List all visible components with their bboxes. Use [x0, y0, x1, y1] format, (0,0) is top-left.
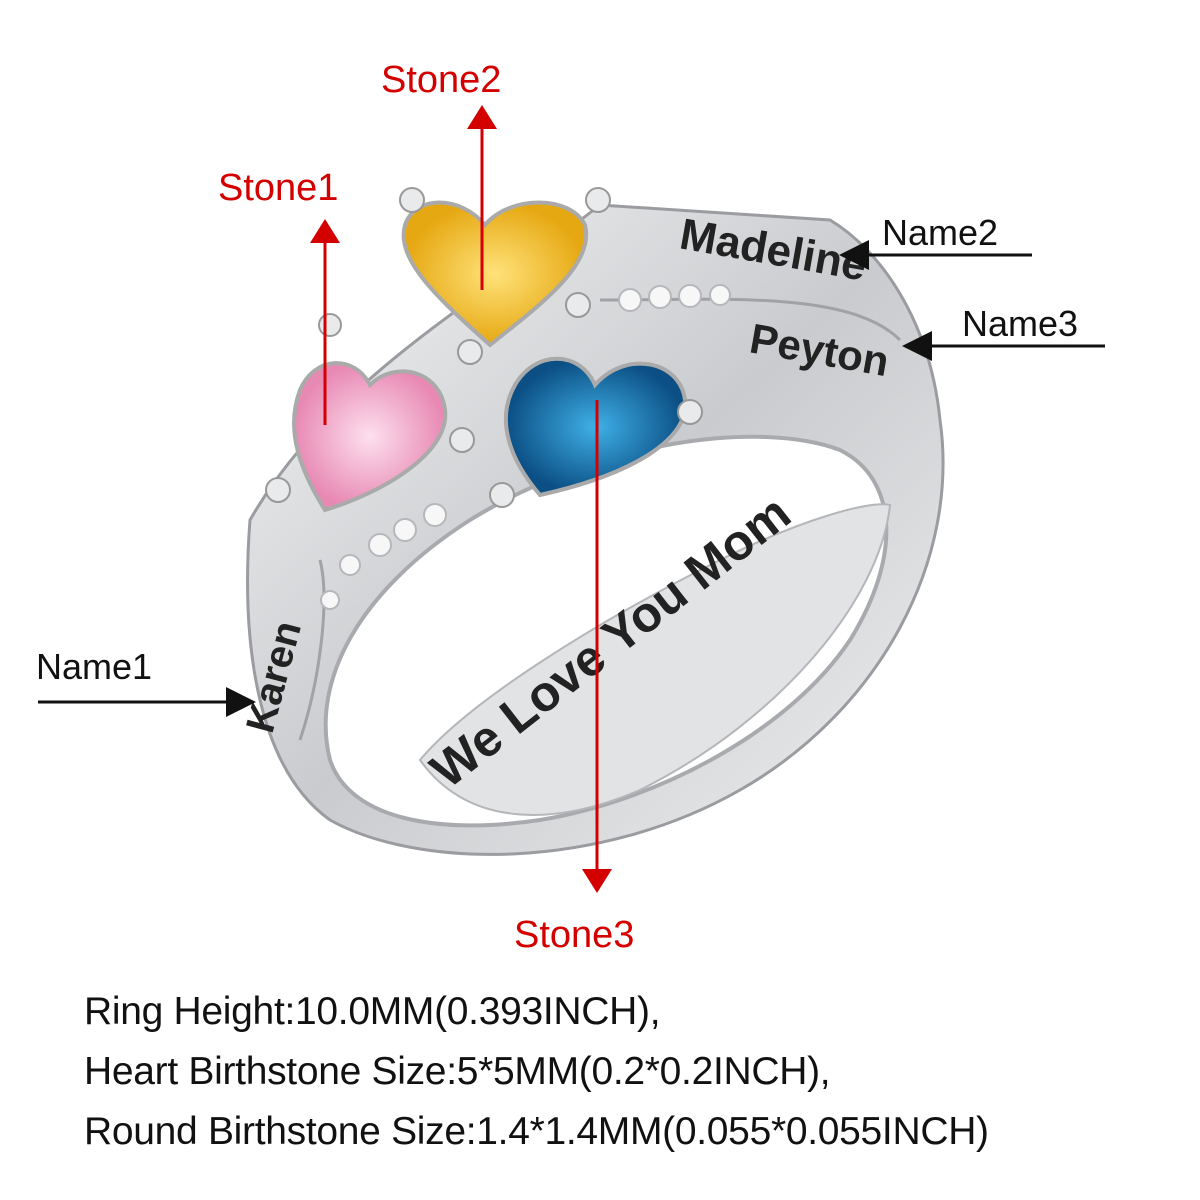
name3-label: Name3 — [962, 303, 1078, 344]
stone1-pink-heart — [292, 361, 448, 513]
ring-image: Madeline Peyton Karen We Love You Mom — [238, 187, 945, 856]
inner-band — [418, 503, 892, 816]
accent-stones — [320, 284, 731, 610]
spec-round-stone-size: Round Birthstone Size:1.4*1.4MM(0.055*0.… — [84, 1110, 989, 1153]
name2-label: Name2 — [882, 212, 998, 253]
stone2-label: Stone2 — [381, 59, 501, 101]
stone1-label: Stone1 — [218, 167, 338, 209]
stone3-label: Stone3 — [514, 914, 634, 956]
band-groove — [298, 297, 902, 741]
spec-heart-stone-size: Heart Birthstone Size:5*5MM(0.2*0.2INCH)… — [84, 1050, 831, 1093]
spec-ring-height: Ring Height:10.0MM(0.393INCH), — [84, 990, 661, 1033]
stone2-yellow-heart — [401, 200, 589, 348]
name1-label: Name1 — [36, 646, 152, 687]
